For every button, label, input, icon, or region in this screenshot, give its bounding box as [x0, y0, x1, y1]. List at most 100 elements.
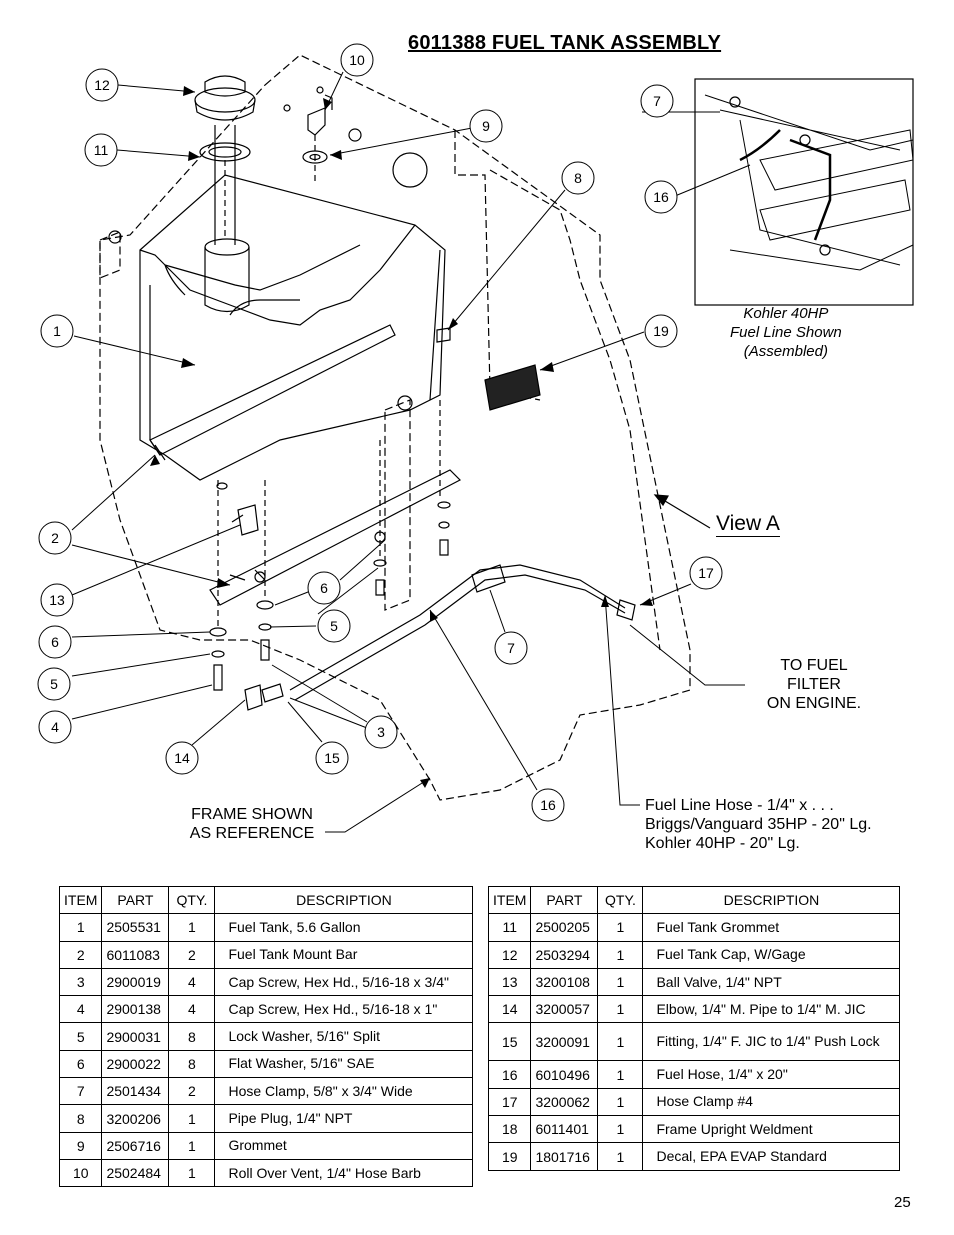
callout-number: 5	[330, 618, 338, 634]
hose-line-2: Briggs/Vanguard 35HP - 20" Lg.	[645, 816, 872, 833]
callout-19: 16	[531, 788, 565, 822]
callout-circle	[640, 84, 674, 118]
callout-9: 2	[38, 521, 72, 555]
callout-2: 11	[84, 133, 118, 167]
part-cell: 3200062	[530, 1087, 599, 1117]
description-cell: Ball Valve, 1/4" NPT	[642, 967, 901, 997]
hose-line-1: Fuel Line Hose - 1/4" x . . .	[645, 797, 834, 814]
callout-number: 19	[653, 323, 669, 339]
header-qty: QTY.	[597, 885, 644, 915]
description-cell: Hose Clamp #4	[642, 1087, 901, 1117]
callout-circle	[315, 741, 349, 775]
qty-cell: 1	[168, 1131, 216, 1160]
qty-cell: 1	[597, 913, 644, 942]
item-cell: 5	[58, 1022, 103, 1051]
part-cell: 3200108	[530, 967, 599, 997]
qty-cell: 1	[597, 1060, 644, 1089]
item-cell: 8	[58, 1104, 103, 1133]
callout-11: 6	[38, 625, 72, 659]
callout-number: 6	[320, 580, 328, 596]
view-caption-line-3: (Assembled)	[743, 343, 828, 360]
table-header-row: ITEM PART QTY. DESCRIPTION	[58, 885, 474, 915]
part-cell: 6011083	[101, 940, 170, 969]
qty-cell: 1	[168, 913, 216, 942]
part-cell: 3200206	[101, 1104, 170, 1133]
description-cell: Decal, EPA EVAP Standard	[642, 1142, 901, 1171]
page-title: 6011388 FUEL TANK ASSEMBLY	[408, 32, 722, 54]
description-cell: Fuel Hose, 1/4" x 20"	[642, 1060, 901, 1089]
callout-8: 19	[644, 314, 678, 348]
header-qty: QTY.	[168, 885, 216, 915]
part-cell: 2502484	[101, 1158, 170, 1188]
callout-number: 5	[50, 676, 58, 692]
callout-number: 15	[324, 750, 340, 766]
description-cell: Fitting, 1/4" F. JIC to 1/4" Push Lock	[642, 1022, 901, 1062]
header-description: DESCRIPTION	[214, 885, 474, 915]
to-fuel-line-1: TO FUEL	[780, 657, 848, 674]
callout-4: 8	[561, 161, 595, 195]
callout-circle	[38, 625, 72, 659]
part-cell: 2506716	[101, 1131, 170, 1160]
callout-number: 7	[507, 640, 515, 656]
item-cell: 11	[487, 913, 532, 942]
item-cell: 1	[58, 913, 103, 942]
callout-number: 7	[653, 93, 661, 109]
qty-cell: 1	[597, 1022, 644, 1062]
to-fuel-filter-note: TO FUEL FILTER ON ENGINE.	[758, 656, 870, 713]
description-cell: Grommet	[214, 1131, 474, 1160]
description-cell: Fuel Tank Mount Bar	[214, 940, 474, 969]
description-cell: Cap Screw, Hex Hd., 5/16-18 x 3/4"	[214, 967, 474, 997]
callout-number: 6	[51, 634, 59, 650]
part-cell: 2900022	[101, 1049, 170, 1079]
callout-circle	[40, 314, 74, 348]
description-cell: Pipe Plug, 1/4" NPT	[214, 1104, 474, 1133]
callout-number: 14	[174, 750, 190, 766]
qty-cell: 1	[597, 967, 644, 997]
qty-cell: 8	[168, 1022, 216, 1051]
qty-cell: 1	[597, 1115, 644, 1144]
callout-circle	[340, 43, 374, 77]
part-cell: 2503294	[530, 940, 599, 969]
callout-15: 7	[494, 631, 528, 665]
description-cell: Hose Clamp, 5/8" x 3/4" Wide	[214, 1077, 474, 1106]
callout-number: 1	[53, 323, 61, 339]
qty-cell: 1	[168, 1158, 216, 1188]
item-cell: 13	[487, 967, 532, 997]
callout-number: 11	[94, 142, 109, 158]
part-cell: 3200091	[530, 1022, 599, 1062]
part-cell: 2900138	[101, 995, 170, 1024]
callout-3: 9	[469, 109, 503, 143]
item-cell: 12	[487, 940, 532, 969]
qty-cell: 8	[168, 1049, 216, 1079]
callout-circle	[317, 609, 351, 643]
item-cell: 17	[487, 1087, 532, 1117]
item-cell: 18	[487, 1115, 532, 1144]
header-item: ITEM	[58, 885, 103, 915]
qty-cell: 2	[168, 940, 216, 969]
to-fuel-line-2: FILTER	[787, 676, 841, 693]
view-caption-line-1: Kohler 40HP	[743, 305, 829, 322]
callout-circle	[38, 710, 72, 744]
qty-cell: 1	[597, 995, 644, 1024]
part-cell: 1801716	[530, 1142, 599, 1171]
qty-cell: 1	[597, 940, 644, 969]
description-cell: Flat Washer, 5/16" SAE	[214, 1049, 474, 1079]
item-cell: 10	[58, 1158, 103, 1188]
description-cell: Fuel Tank, 5.6 Gallon	[214, 913, 474, 942]
header-part: PART	[530, 885, 599, 915]
qty-cell: 1	[597, 1142, 644, 1171]
callout-7: 1	[40, 314, 74, 348]
callout-circle	[531, 788, 565, 822]
callout-number: 12	[94, 77, 110, 93]
to-fuel-line-3: ON ENGINE.	[766, 695, 862, 712]
fuel-line-hose-note: Fuel Line Hose - 1/4" x . . . Briggs/Van…	[645, 796, 872, 853]
